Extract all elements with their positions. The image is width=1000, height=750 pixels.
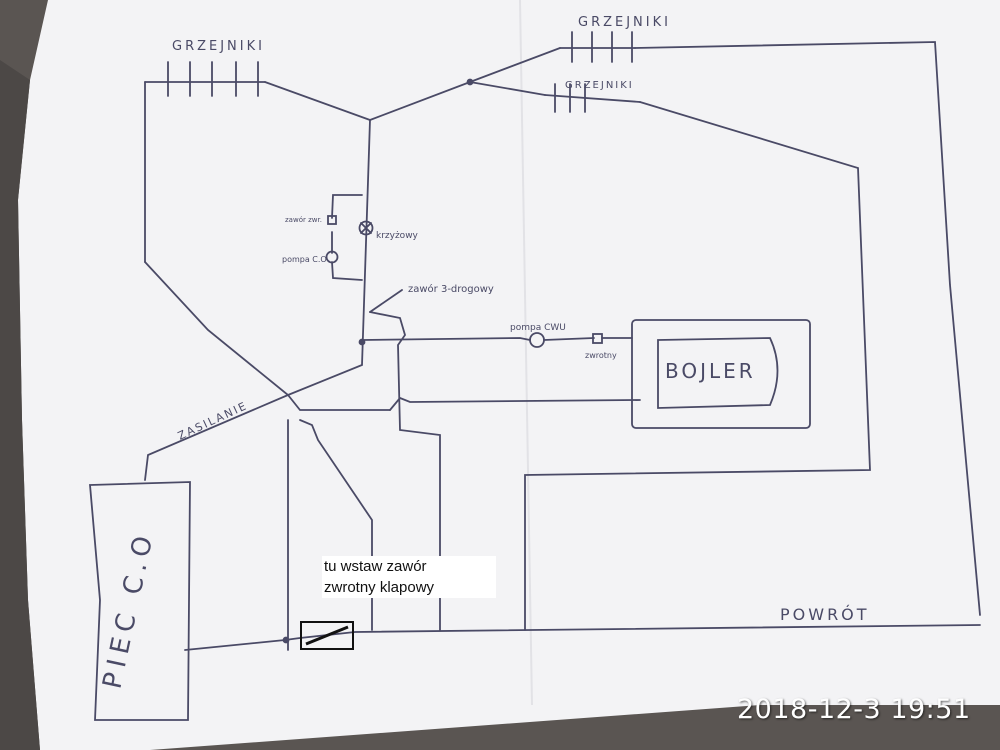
annotation-line-2: zwrotny klapowy <box>324 579 435 596</box>
label-grzejniki-mid-right: GRZEJNIKI <box>565 80 634 91</box>
label-grzejniki-top-right: GRZEJNIKI <box>578 15 671 30</box>
label-zawor-3-drogowy: zawór 3-drogowy <box>408 283 494 295</box>
photo-timestamp: 2018-12-3 19:51 <box>737 694 971 725</box>
paper-fold <box>519 0 533 706</box>
label-grzejniki-left: GRZEJNIKI <box>172 39 265 54</box>
label-krzyzowy: krzyżowy <box>376 231 419 241</box>
annotation-line-1: tu wstaw zawór <box>324 558 427 575</box>
paper-shadow <box>0 60 40 750</box>
label-zwrotny: zwrotny <box>585 351 617 360</box>
label-pompa-co: pompa C.O <box>282 255 327 264</box>
check-valve-marker <box>300 621 354 650</box>
label-zawor-zwrotny: zawór zwr. <box>285 216 322 224</box>
label-powrot: POWRÓT <box>780 605 870 624</box>
check-valve-annotation: tu wstaw zawór zwrotny klapowy <box>322 556 496 598</box>
paper-sheet <box>18 0 1000 750</box>
label-pompa-cwu: pompa CWU <box>510 323 566 333</box>
label-bojler: BOJLER <box>665 359 756 383</box>
